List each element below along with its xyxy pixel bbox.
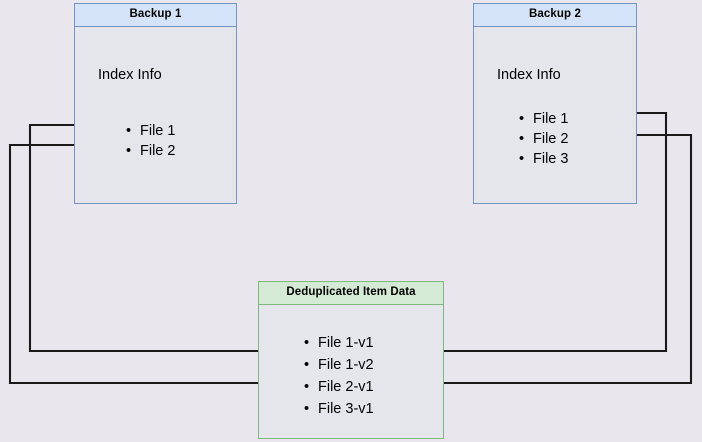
backup-2-box[interactable]: Backup 2 Index Info File 1 File 2 File 3 — [473, 3, 637, 204]
backup-1-title: Backup 1 — [75, 4, 236, 27]
deduplicated-item-data-title: Deduplicated Item Data — [259, 282, 443, 305]
deduplicated-item-data-box[interactable]: Deduplicated Item Data File 1-v1 File 1-… — [258, 281, 444, 439]
backup-2-file-item[interactable]: File 2 — [518, 129, 568, 149]
backup-1-file-list: File 1 File 2 — [125, 121, 175, 161]
backup-2-index-info-label: Index Info — [497, 67, 561, 83]
dedup-file-list: File 1-v1 File 1-v2 File 2-v1 File 3-v1 — [303, 332, 374, 420]
backup-2-file-item[interactable]: File 3 — [518, 149, 568, 169]
dedup-file-item[interactable]: File 1-v1 — [303, 332, 374, 354]
backup-1-box[interactable]: Backup 1 Index Info File 1 File 2 — [74, 3, 237, 204]
dedup-file-item[interactable]: File 2-v1 — [303, 376, 374, 398]
dedup-file-item[interactable]: File 1-v2 — [303, 354, 374, 376]
backup-2-body: Index Info File 1 File 2 File 3 — [474, 27, 636, 205]
dedup-file-item[interactable]: File 3-v1 — [303, 398, 374, 420]
backup-1-file-item[interactable]: File 2 — [125, 141, 175, 161]
backup-1-body: Index Info File 1 File 2 — [75, 27, 236, 205]
backup-1-index-info-label: Index Info — [98, 67, 162, 83]
backup-2-file-list: File 1 File 2 File 3 — [518, 109, 568, 169]
deduplicated-item-data-body: File 1-v1 File 1-v2 File 2-v1 File 3-v1 — [259, 305, 443, 438]
backup-2-title: Backup 2 — [474, 4, 636, 27]
backup-2-file-item[interactable]: File 1 — [518, 109, 568, 129]
backup-1-file-item[interactable]: File 1 — [125, 121, 175, 141]
